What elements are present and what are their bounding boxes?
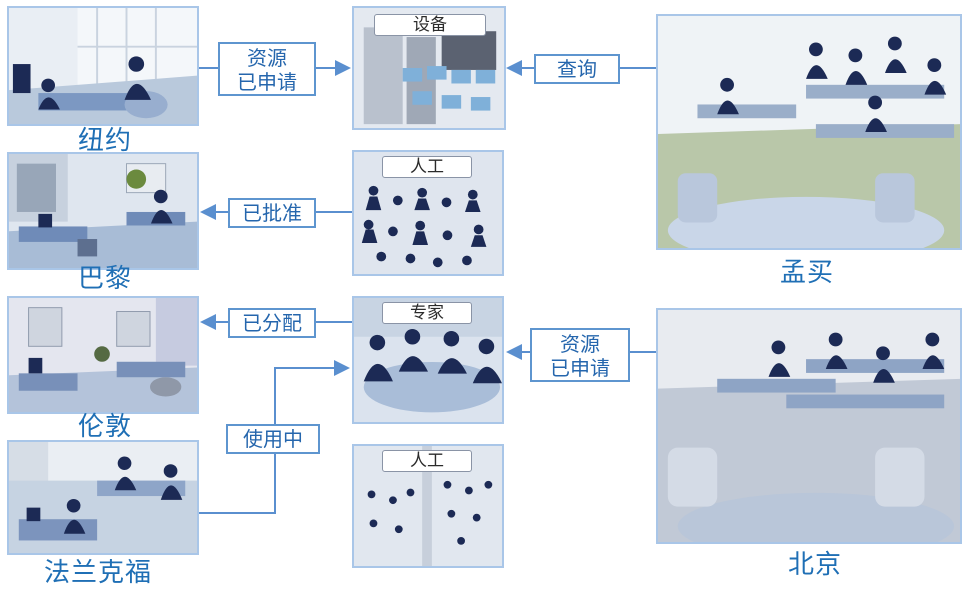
label-resource-requested-left: 资源 已申请	[218, 42, 316, 96]
resource-label-expert: 专家	[382, 302, 472, 324]
label-assigned: 已分配	[228, 308, 316, 338]
equipment-image: 设备	[352, 6, 506, 130]
mumbai-office-image	[656, 14, 962, 250]
beijing-office-image	[656, 308, 962, 544]
mumbai-city-label: 孟买	[780, 258, 835, 288]
resource-label-equipment: 设备	[374, 14, 486, 36]
paris-city-label: 巴黎	[78, 264, 133, 294]
resource-label-manual-2: 人工	[382, 450, 472, 472]
london-office-image	[7, 296, 199, 414]
newyork-office-image	[7, 6, 199, 126]
label-resource-requested-right-line2: 已申请	[550, 356, 610, 380]
paris-office-image	[7, 152, 199, 270]
label-resource-requested-left-line1: 资源	[247, 46, 287, 70]
frankfurt-city-label: 法兰克福	[44, 558, 153, 588]
frankfurt-office-image	[7, 440, 199, 555]
manual-staff-image-2: 人工	[352, 444, 504, 568]
beijing-city-label: 北京	[788, 550, 843, 580]
label-approved: 已批准	[228, 198, 316, 228]
resource-label-manual-1: 人工	[382, 156, 472, 178]
label-query: 查询	[534, 54, 620, 84]
london-city-label: 伦敦	[78, 412, 133, 442]
label-in-use: 使用中	[226, 424, 320, 454]
newyork-city-label: 纽约	[78, 126, 133, 156]
label-resource-requested-right: 资源 已申请	[530, 328, 630, 382]
expert-meeting-image: 专家	[352, 296, 504, 424]
label-resource-requested-right-line1: 资源	[560, 332, 600, 356]
manual-staff-image-1: 人工	[352, 150, 504, 276]
label-resource-requested-left-line2: 已申请	[237, 70, 297, 94]
